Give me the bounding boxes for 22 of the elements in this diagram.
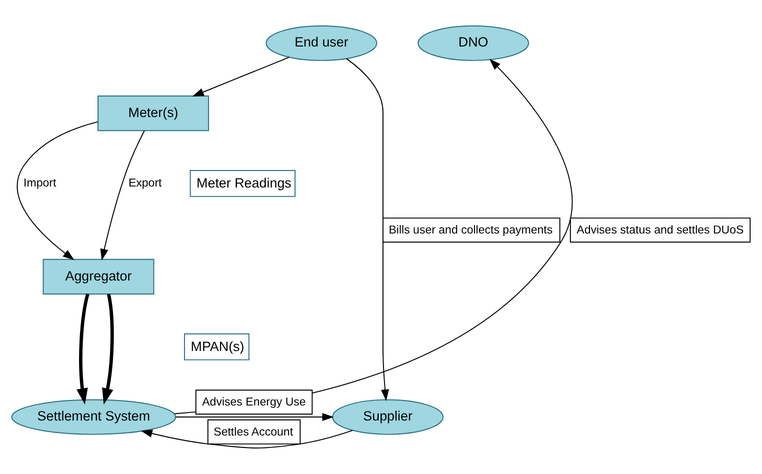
- arrow: [175, 412, 334, 422]
- label: MPAN(s): [190, 338, 244, 354]
- arrow: [102, 294, 114, 405]
- edge-label: Export: [128, 177, 162, 190]
- arrow: [100, 130, 145, 261]
- arrow: [16, 121, 98, 260]
- label: Meter Readings: [196, 176, 292, 191]
- node-box: Meter(s): [98, 96, 210, 132]
- arrow: [140, 430, 354, 448]
- node-ellipse: Settlement System: [11, 399, 176, 435]
- edge-label: Settles Account: [214, 426, 294, 438]
- node-ellipse: End user: [266, 25, 378, 61]
- edge-label: Advises status and settles DUoS: [576, 224, 744, 237]
- arrow: [76, 294, 90, 405]
- node-ellipse: DNO: [418, 25, 530, 61]
- edge-label: Advises Energy Use: [202, 396, 306, 409]
- arrow: [192, 56, 290, 97]
- node-ellipse: Supplier: [332, 399, 444, 435]
- arrow: [346, 58, 390, 401]
- edge-label: Import: [24, 177, 56, 190]
- node-box: Aggregator: [42, 258, 154, 294]
- edge-label: Bills user and collects payments: [388, 224, 553, 237]
